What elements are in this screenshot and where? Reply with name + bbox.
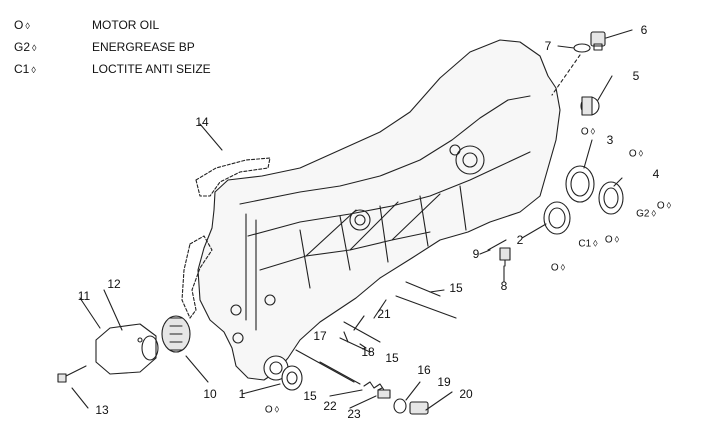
callout-18: 18 [361,345,375,359]
drop-icon: ◊ [25,21,30,31]
note-oil-5: O◊ [581,127,595,138]
callout-23: 23 [347,407,361,421]
gasket [195,157,271,197]
callout-15-middle: 15 [385,351,399,365]
legend-code-text: O [14,18,24,32]
callout-15-upper: 15 [449,281,463,295]
note-code: G2 [636,208,650,220]
drop-icon: ◊ [593,238,598,249]
drop-icon: ◊ [32,43,37,53]
callout-12: 12 [107,277,121,291]
callout-9: 9 [472,247,480,261]
crankcase-outline [197,39,561,381]
legend-label: MOTOR OIL [92,18,160,32]
callout-22: 22 [323,399,337,413]
note-oil-2b: O◊ [551,263,565,274]
drop-icon: ◊ [274,404,280,415]
callout-7: 7 [544,39,552,53]
drop-icon: ◊ [666,200,672,211]
callout-16: 16 [417,363,431,377]
callout-8: 8 [500,279,508,293]
note-oil-3a: O◊ [629,149,643,160]
legend-label: LOCTITE ANTI SEIZE [92,62,211,76]
note-code: O [580,126,589,138]
note-code: O [604,234,613,246]
legend-code-text: G2 [14,40,31,54]
note-g2-4: G2◊ [636,209,656,220]
drop-icon: ◊ [651,208,656,219]
callout-20: 20 [459,387,473,401]
callout-21: 21 [377,307,391,321]
note-code: C1 [578,238,592,250]
callout-11: 11 [77,289,91,303]
callout-2: 2 [516,233,524,247]
callout-3: 3 [606,133,614,147]
note-code: O [628,148,637,160]
leader-lines [71,29,633,411]
legend-code: C1◊ [14,62,36,76]
legend-code-text: C1 [14,62,30,76]
drop-icon: ◊ [590,126,596,137]
note-code: O [264,404,273,416]
callout-10: 10 [203,387,217,401]
note-code: O [656,200,665,212]
note-oil-2a: O◊ [605,235,619,246]
note-c1-2: C1◊ [578,239,597,250]
callout-14: 14 [195,115,209,129]
note-code: O [550,262,559,274]
callout-15-lower: 15 [303,389,317,403]
note-oil-3b: O◊ [657,201,671,212]
callout-19: 19 [437,375,451,389]
legend-code: G2◊ [14,40,36,54]
drop-icon: ◊ [638,148,644,159]
legend-code: O◊ [14,18,30,32]
callout-17: 17 [313,329,327,343]
callout-5: 5 [632,69,640,83]
note-oil-1: O◊ [265,405,279,416]
legend-label: ENERGREASE BP [92,40,195,54]
inner-ribs [239,95,531,205]
callout-4: 4 [652,167,660,181]
callout-13: 13 [95,403,109,417]
drop-icon: ◊ [31,65,36,75]
drop-icon: ◊ [614,234,620,245]
callout-6: 6 [640,23,648,37]
callout-1: 1 [238,387,246,401]
drop-icon: ◊ [560,262,566,273]
